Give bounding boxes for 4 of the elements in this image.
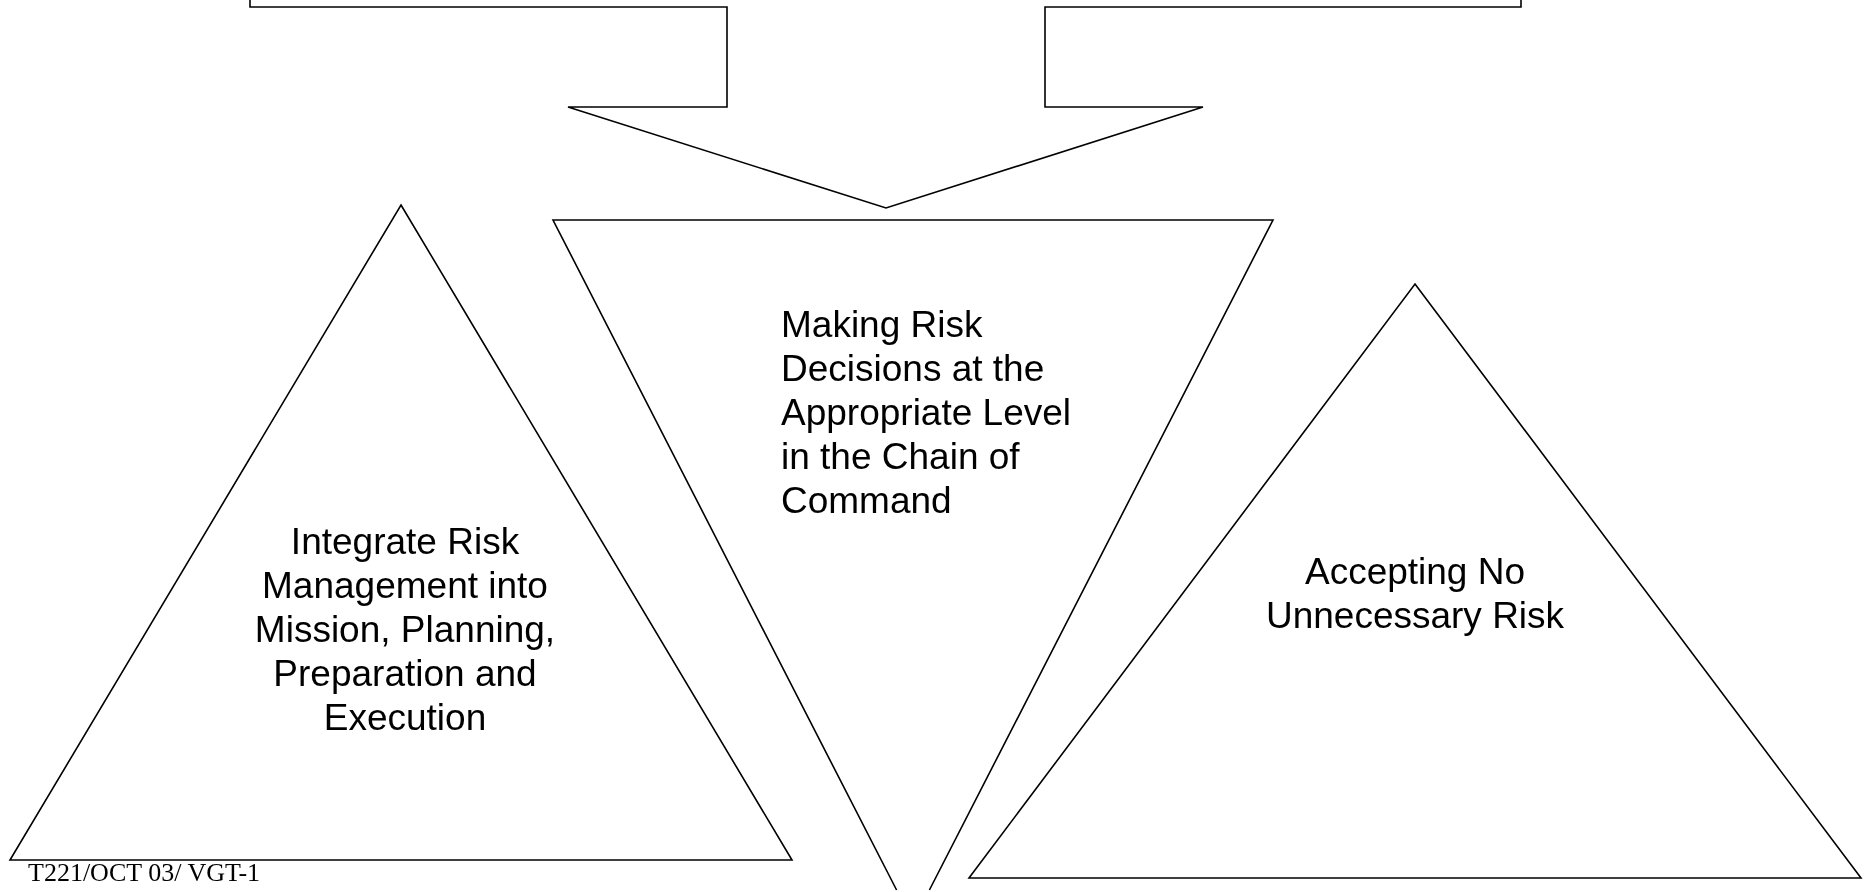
triangle-label: Integrate Risk Management into Mission, Planning, Preparation and Execution <box>253 520 557 740</box>
slide-code-label: T221/OCT 03/ VGT-1 <box>28 858 261 888</box>
triangle-label: Making Risk Decisions at the Appropriate Level in the Chain of Command <box>781 303 1073 523</box>
triangle-label: Accepting No Unnecessary Risk <box>1265 550 1565 638</box>
